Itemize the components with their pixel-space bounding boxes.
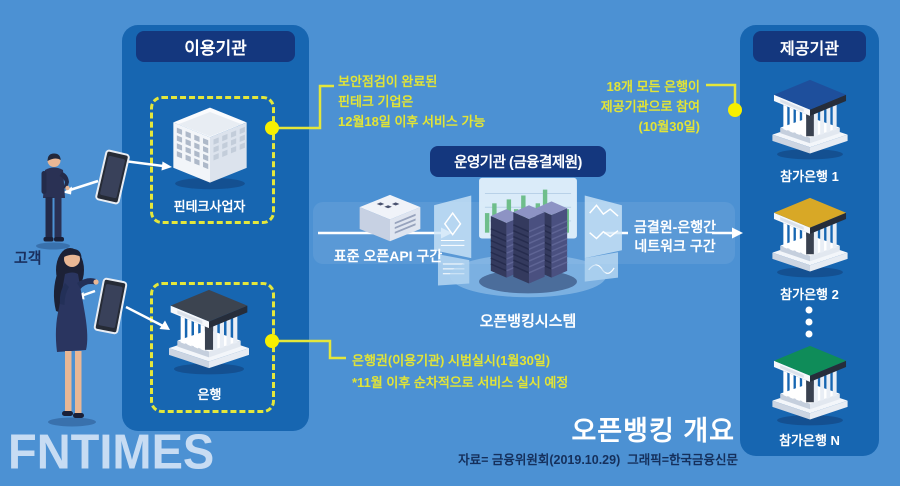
bank-icon-participant-n (772, 345, 848, 426)
network-zone-line1: 금결원-은행간 (634, 219, 716, 235)
fintech-note-line3: 12월18일 이후 서비스 가능 (338, 114, 486, 129)
bank-note-line1: 은행권(이용기관) 시범실시(1월30일) (352, 353, 551, 368)
network-zone-line2: 네트워크 구간 (634, 238, 716, 254)
fintech-note-line1: 보안점검이 완료된 (338, 74, 438, 89)
customer-label: 고객 (14, 250, 42, 267)
customer-woman-figure (48, 248, 99, 427)
system-label: 오픈뱅킹시스템 (479, 313, 577, 330)
user-panel-header: 이용기관 (136, 31, 295, 62)
bank-icon-participant-2 (772, 197, 848, 278)
smartphone-screen (98, 283, 123, 329)
office-building-icon (173, 107, 247, 190)
fintech-note-connector (272, 84, 334, 130)
provider-note: 18개 모든 은행이 제공기관으로 참여 (10월30일) (538, 77, 700, 137)
operator-title: 운영기관 (금융결제원) (454, 155, 582, 171)
provider-panel-header: 제공기관 (753, 31, 866, 62)
smartphone-screen (99, 155, 126, 199)
fntimes-logo: FNTIMES (8, 423, 215, 480)
open-banking-system-icon (434, 177, 622, 298)
participant-bank-label-2: 참가은행 2 (780, 287, 839, 302)
fintech-label: 핀테크사업자 (173, 199, 246, 214)
provider-note-connector (706, 83, 737, 104)
source-credit: 자료= 금융위원회(2019.10.29) 그래픽=한국금융신문 (458, 453, 738, 467)
network-zone-label: 금결원-은행간 네트워크 구간 (622, 218, 728, 256)
provider-note-line3: (10월30일) (638, 119, 701, 134)
bank-note: 은행권(이용기관) 시범실시(1월30일) *11월 이후 순차적으로 서비스 … (352, 350, 568, 394)
customer-man-figure (36, 153, 70, 250)
provider-panel-title: 제공기관 (780, 40, 839, 58)
bank-note-line2: *11월 이후 순차적으로 서비스 실시 예정 (352, 375, 569, 390)
api-box-icon (359, 194, 421, 242)
bank-label: 은행 (197, 387, 222, 402)
bank-note-connector (272, 339, 346, 360)
server-towers (490, 201, 568, 284)
bank-icon-participant-1 (772, 79, 848, 160)
user-panel-title: 이용기관 (184, 39, 247, 58)
bank-icon-user (169, 289, 249, 375)
bank-connector-dot (265, 334, 279, 348)
provider-connector-dot (728, 103, 742, 117)
fintech-note-line2: 핀테크 기업은 (338, 94, 414, 109)
bank-roof (773, 345, 847, 376)
ellipsis-dots (805, 306, 813, 338)
operator-header: 운영기관 (금융결제원) (430, 146, 606, 177)
participant-bank-label-1: 참가은행 1 (780, 169, 839, 184)
fintech-note: 보안점검이 완료된 핀테크 기업은 12월18일 이후 서비스 가능 (338, 72, 485, 132)
api-zone-label: 표준 오픈API 구간 (333, 248, 443, 264)
participant-bank-label-n: 참가은행 N (779, 433, 840, 448)
fintech-connector-dot (265, 121, 279, 135)
bank-roof (773, 79, 847, 110)
fintech-dashed-box (150, 96, 275, 224)
provider-note-line1: 18개 모든 은행이 (606, 79, 700, 94)
infographic-title: 오픈뱅킹 개요 (571, 416, 735, 446)
provider-note-line2: 제공기관으로 참여 (600, 99, 700, 114)
